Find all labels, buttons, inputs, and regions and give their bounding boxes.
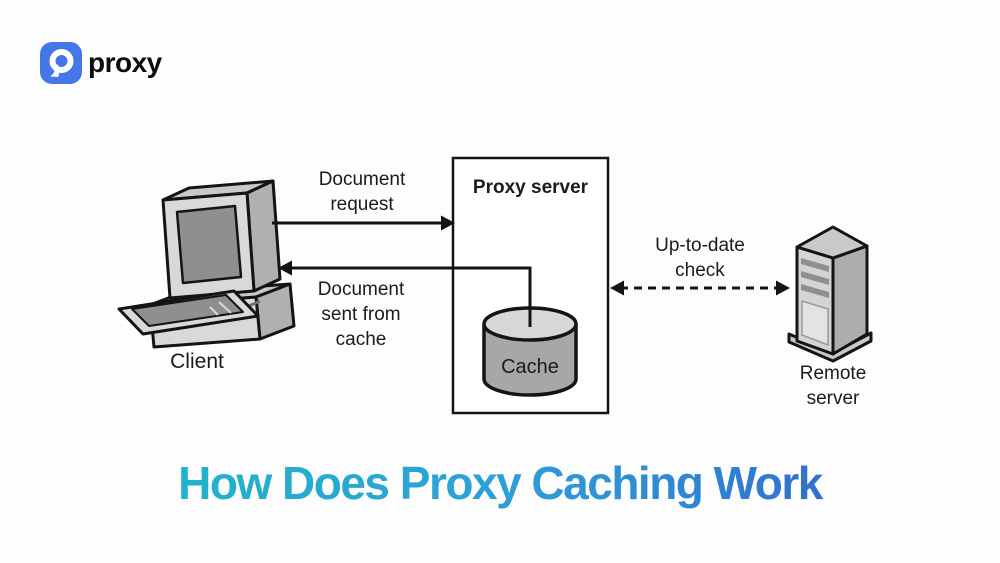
label-line: Document bbox=[318, 169, 406, 190]
response-arrow bbox=[278, 260, 532, 327]
remote-server-icon bbox=[787, 225, 873, 363]
label-line: server bbox=[806, 388, 860, 409]
label-up-to-date-check: Up-to-date check bbox=[615, 233, 785, 283]
label-line: Up-to-date bbox=[655, 235, 745, 256]
label-document-sent-from-cache: Document sent from cache bbox=[271, 277, 451, 352]
request-arrow bbox=[272, 215, 455, 231]
label-line: Document bbox=[317, 279, 405, 300]
label-line: Remote bbox=[799, 363, 867, 384]
label-line: cache bbox=[335, 329, 387, 350]
label-proxy-server: Proxy server bbox=[472, 177, 589, 198]
client-computer-icon bbox=[117, 179, 296, 349]
logo-icon bbox=[40, 42, 82, 84]
label-remote-server: Remote server bbox=[772, 361, 894, 411]
logo[interactable]: proxy bbox=[40, 42, 162, 84]
label-document-request: Document request bbox=[272, 167, 452, 217]
label-line: request bbox=[330, 194, 394, 215]
label-cache: Cache bbox=[501, 356, 559, 378]
label-line: sent from bbox=[321, 304, 401, 325]
page-title: How Does Proxy Caching Work bbox=[0, 456, 1000, 510]
label-client: Client bbox=[170, 350, 224, 373]
update-check-arrow bbox=[610, 280, 790, 296]
label-line: check bbox=[675, 260, 725, 281]
logo-text: proxy bbox=[88, 47, 162, 78]
